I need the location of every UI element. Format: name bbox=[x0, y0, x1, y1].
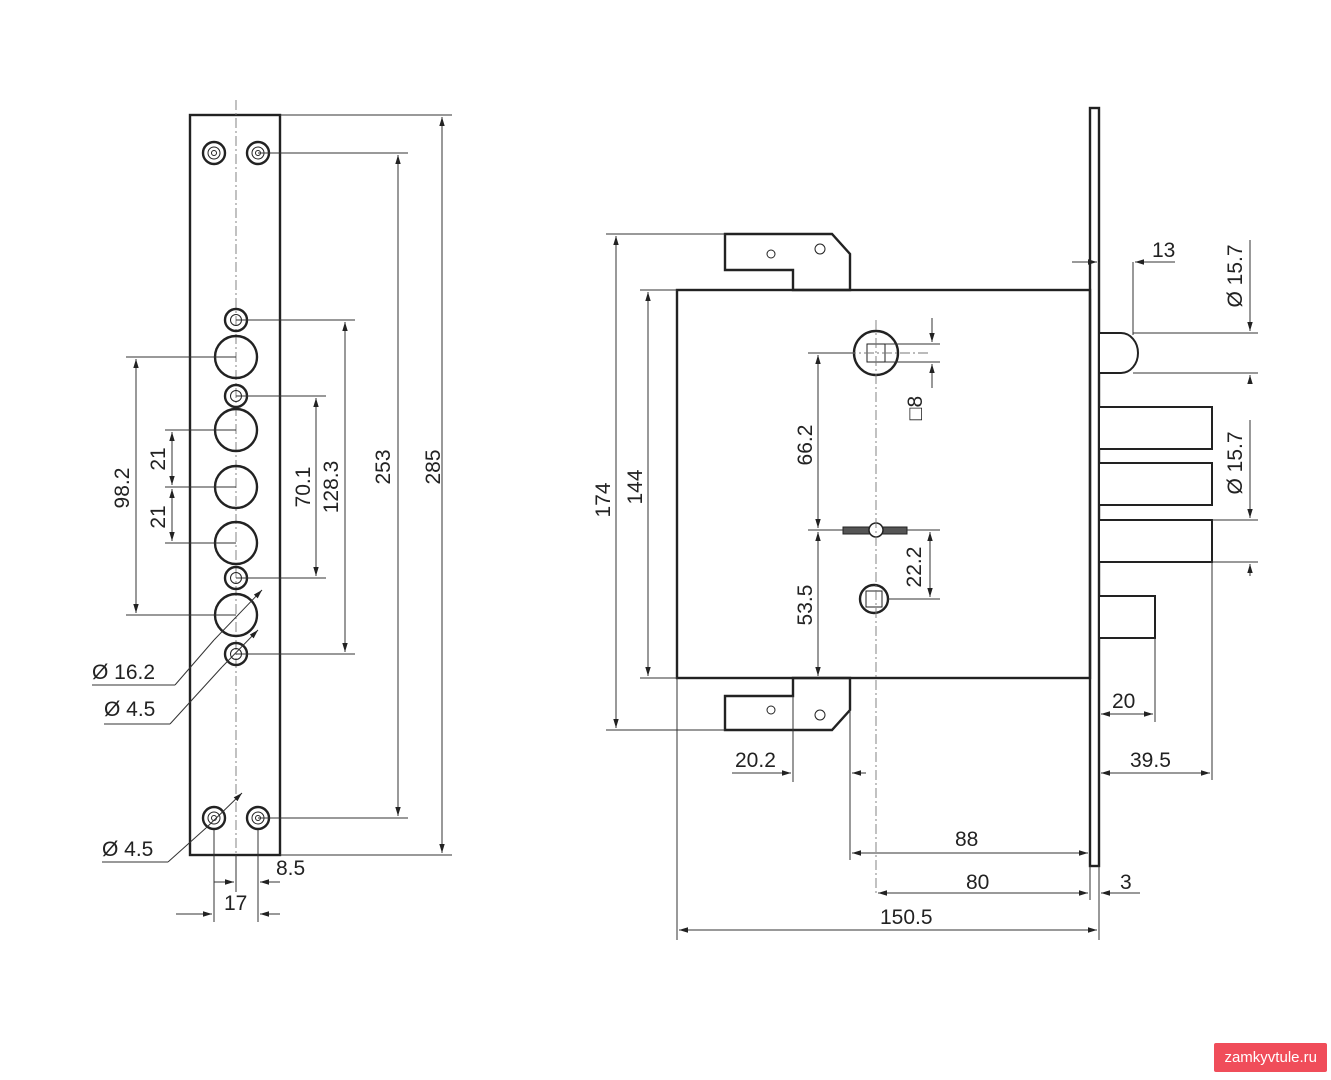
screw-hole-top-left bbox=[201, 140, 227, 166]
dim-bolt-pitch-upper: 21 bbox=[147, 447, 170, 470]
dim-bolt-throw: 39.5 bbox=[1130, 749, 1171, 772]
dim-end-screw-spacing: 253 bbox=[372, 449, 395, 484]
dim-keyhole-to-cam: 22.2 bbox=[903, 547, 926, 588]
dim-screw-spacing-mid: 128.3 bbox=[320, 461, 343, 514]
screw-hole-bottom-left bbox=[201, 805, 227, 831]
dim-width: 17 bbox=[224, 892, 247, 915]
dim-case-height: 144 bbox=[624, 469, 647, 504]
dim-faceplate-thickness: 3 bbox=[1120, 871, 1132, 894]
dim-deadbolt-throw: 20 bbox=[1112, 690, 1135, 713]
auxiliary-bolt bbox=[1098, 595, 1156, 639]
dim-bolt-span: 98.2 bbox=[111, 468, 134, 509]
dim-spindle-square: □8 bbox=[904, 396, 927, 420]
dim-spindle-to-keyhole: 66.2 bbox=[794, 425, 817, 466]
dim-backset-outer: 88 bbox=[955, 828, 978, 851]
strike-plate bbox=[188, 100, 282, 880]
dim-bolt-dia: Ø 15.7 bbox=[1224, 431, 1247, 494]
strike-plate-outline bbox=[188, 113, 282, 857]
lock-case bbox=[675, 288, 1092, 680]
faceplate bbox=[1088, 106, 1101, 868]
dim-latch-dia: Ø 15.7 bbox=[1224, 244, 1247, 307]
lock-body-dimensions: 174 144 66.2 53.5 22.2 □8 13 bbox=[592, 233, 1258, 940]
deadbolt-1 bbox=[1098, 406, 1213, 450]
dim-keyhole-to-cylinder: 53.5 bbox=[794, 585, 817, 626]
dim-end-hole-dia: Ø 4.5 bbox=[102, 838, 153, 861]
dim-faceplate-length: 174 bbox=[592, 482, 615, 517]
mount-tab-top bbox=[723, 232, 852, 292]
dim-screw-hole-dia: Ø 4.5 bbox=[104, 698, 155, 721]
dim-backset: 80 bbox=[966, 871, 989, 894]
mount-tab-bottom bbox=[723, 676, 852, 732]
dim-case-depth: 150.5 bbox=[880, 906, 933, 929]
keyhole bbox=[842, 522, 908, 538]
dim-overall-length: 285 bbox=[422, 449, 445, 484]
strike-plate-dimensions: 285 253 128.3 70.1 98.2 21 21 Ø 16.2 bbox=[92, 114, 452, 922]
dim-bolt-pitch-lower: 21 bbox=[147, 505, 170, 528]
latch-bolt bbox=[1098, 332, 1139, 374]
deadbolt-2 bbox=[1098, 462, 1213, 506]
dim-screw-spacing-inner: 70.1 bbox=[292, 467, 315, 508]
dim-hole-offset: 8.5 bbox=[276, 857, 305, 880]
deadbolt-3 bbox=[1098, 519, 1213, 563]
cylinder-cam bbox=[858, 583, 890, 615]
dim-faceplate-offset: 13 bbox=[1152, 239, 1175, 262]
lock-body bbox=[675, 106, 1213, 895]
watermark-label: zamkyvtule.ru bbox=[1214, 1043, 1327, 1072]
dim-mount-tab-offset: 20.2 bbox=[735, 749, 776, 772]
dim-bolt-hole-dia: Ø 16.2 bbox=[92, 661, 155, 684]
